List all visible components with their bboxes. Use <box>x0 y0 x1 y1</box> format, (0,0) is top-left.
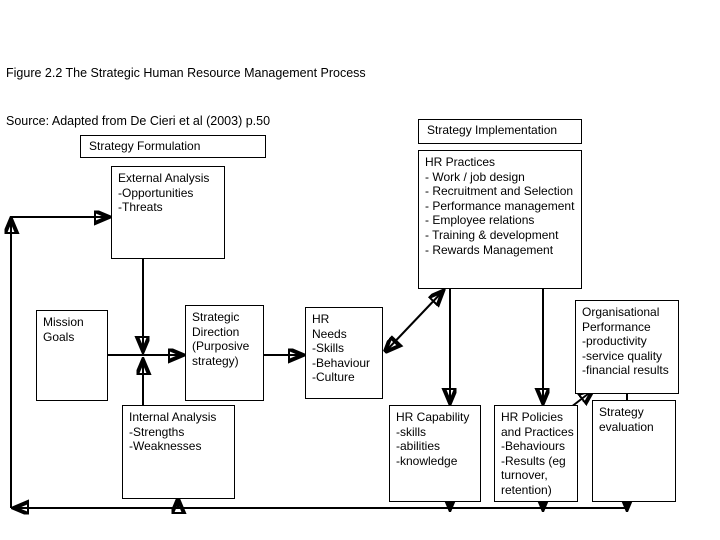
node-strategy-evaluation-line-0: Strategy <box>599 405 644 419</box>
node-strategic-direction-line-0: Strategic <box>192 310 240 324</box>
node-strategic-direction-line-1: Direction <box>192 324 240 339</box>
node-organisational-performance-line-1: Performance <box>582 319 651 334</box>
node-organisational-performance-line-0: Organisational <box>582 305 660 319</box>
node-hr-capability[interactable]: HR Capability -skills -abilities -knowle… <box>389 405 481 502</box>
node-hr-practices-line-5: - Training & development <box>425 227 559 242</box>
node-organisational-performance-line-2: -productivity <box>582 334 647 349</box>
node-organisational-performance-line-3: -service quality <box>582 348 663 363</box>
figure-caption: Figure 2.2 The Strategic Human Resource … <box>6 33 366 161</box>
node-external-analysis[interactable]: External Analysis -Opportunities -Threat… <box>111 166 225 259</box>
node-hr-needs-line-1: Needs <box>312 326 347 341</box>
node-internal-analysis-line-1: -Strengths <box>129 424 185 439</box>
node-hr-practices-line-2: - Recruitment and Selection <box>425 184 574 199</box>
node-hr-needs-line-2: -Skills <box>312 341 344 356</box>
node-organisational-performance-line-4: -financial results <box>582 363 669 378</box>
node-strategy-evaluation-line-1: evaluation <box>599 419 654 434</box>
node-hr-capability-line-1: -skills <box>396 424 426 439</box>
node-hr-policies-line-0: HR Policies <box>501 410 564 424</box>
node-external-analysis-line-2: -Threats <box>118 200 163 215</box>
node-external-analysis-line-0: External Analysis <box>118 171 210 185</box>
node-mission-goals[interactable]: Mission Goals <box>36 310 108 401</box>
node-hr-practices[interactable]: HR Practices - Work / job design - Recru… <box>418 150 582 289</box>
node-strategy-implementation-line-0: Strategy Implementation <box>427 123 558 137</box>
node-external-analysis-line-1: -Opportunities <box>118 185 194 200</box>
node-hr-practices-line-4: - Employee relations <box>425 213 535 228</box>
node-internal-analysis[interactable]: Internal Analysis -Strengths -Weaknesses <box>122 405 235 499</box>
node-mission-goals-line-1: Goals <box>43 329 75 344</box>
node-hr-capability-line-0: HR Capability <box>396 410 470 424</box>
node-strategy-formulation[interactable]: Strategy Formulation <box>80 135 266 158</box>
node-hr-capability-line-3: -knowledge <box>396 453 458 468</box>
node-hr-policies-and-practices[interactable]: HR Policies and Practices -Behaviours -R… <box>494 405 578 502</box>
node-hr-policies-line-5: retention) <box>501 482 552 497</box>
node-internal-analysis-line-2: -Weaknesses <box>129 439 202 454</box>
node-hr-policies-line-4: turnover, <box>501 468 548 483</box>
node-hr-policies-line-1: and Practices <box>501 424 574 439</box>
node-strategy-formulation-line-0: Strategy Formulation <box>89 139 201 153</box>
node-strategic-direction-line-2: (Purposive <box>192 339 250 354</box>
node-organisational-performance[interactable]: Organisational Performance -productivity… <box>575 300 679 394</box>
node-hr-needs-line-3: -Behaviour <box>312 355 371 370</box>
node-mission-goals-line-0: Mission <box>43 315 84 329</box>
node-internal-analysis-line-0: Internal Analysis <box>129 410 217 424</box>
node-hr-practices-line-3: - Performance management <box>425 198 575 213</box>
node-hr-needs-line-0: HR <box>312 312 330 326</box>
node-hr-policies-line-2: -Behaviours <box>501 439 566 454</box>
node-strategy-implementation[interactable]: Strategy Implementation <box>418 119 582 144</box>
node-hr-capability-line-2: -abilities <box>396 439 441 454</box>
node-hr-practices-line-1: - Work / job design <box>425 169 525 184</box>
node-hr-needs-line-4: -Culture <box>312 370 355 385</box>
node-strategic-direction-line-3: strategy) <box>192 353 239 368</box>
node-strategy-evaluation[interactable]: Strategy evaluation <box>592 400 676 502</box>
node-hr-needs[interactable]: HR Needs -Skills -Behaviour -Culture <box>305 307 383 399</box>
wire-hr-needs-to-hr-practices <box>385 291 443 352</box>
figure-caption-line-2: Source: Adapted from De Cieri et al (200… <box>6 114 271 128</box>
node-hr-policies-line-3: -Results (eg <box>501 453 566 468</box>
node-strategic-direction[interactable]: Strategic Direction (Purposive strategy) <box>185 305 264 401</box>
node-hr-practices-line-6: - Rewards Management <box>425 242 554 257</box>
node-hr-practices-line-0: HR Practices <box>425 155 496 169</box>
figure-caption-line-1: Figure 2.2 The Strategic Human Resource … <box>6 66 366 80</box>
